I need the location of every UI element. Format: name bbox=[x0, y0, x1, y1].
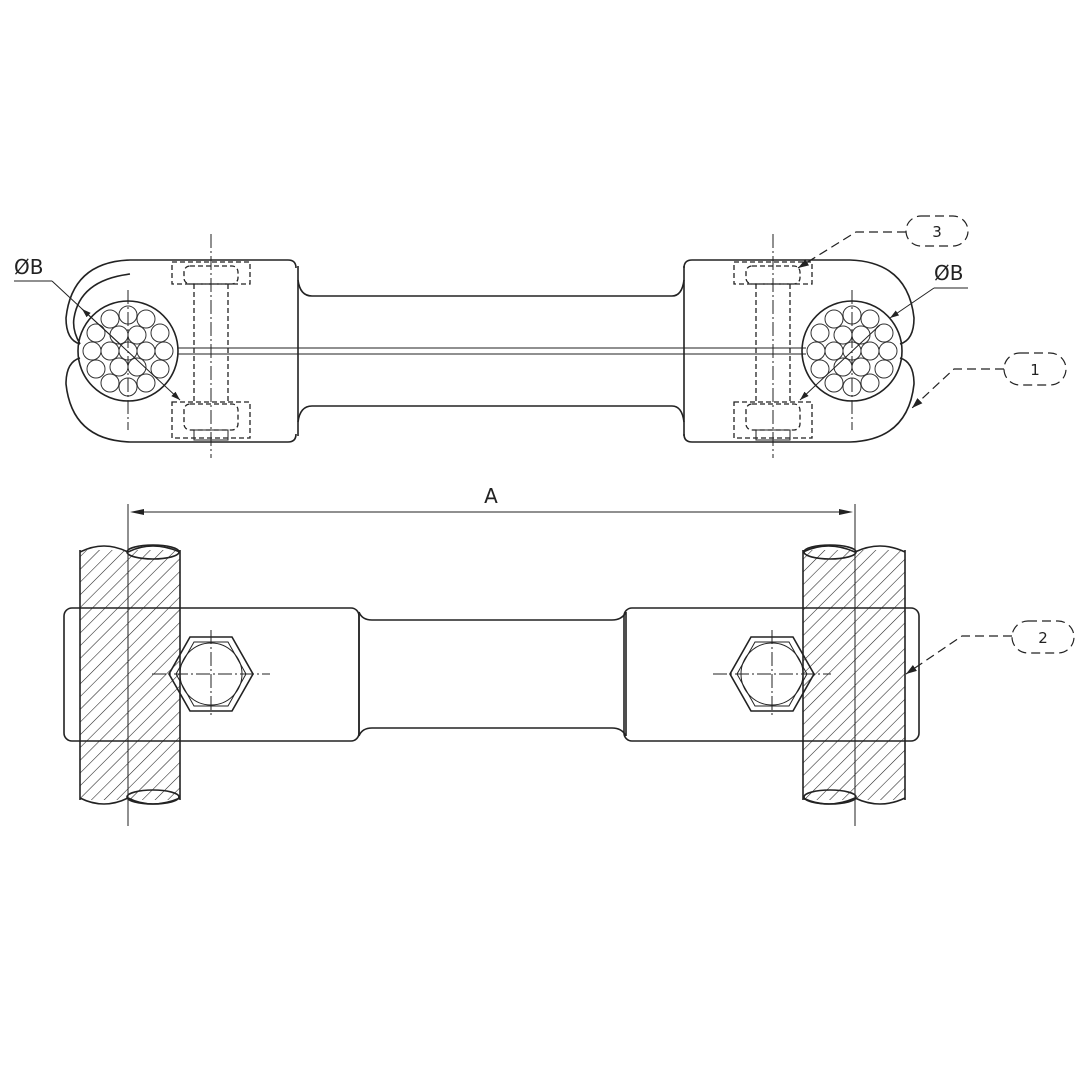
balloon-3: 3 bbox=[797, 215, 969, 269]
balloon-3-label: 3 bbox=[932, 223, 942, 241]
diameter-label-right: ØB bbox=[934, 261, 963, 285]
clamp-body-front[interactable] bbox=[63, 607, 920, 742]
balloon-1: 1 bbox=[911, 352, 1067, 409]
top-view: ØB ØB 3 1 bbox=[14, 215, 1067, 458]
balloon-1-label: 1 bbox=[1030, 361, 1040, 379]
bolt-left-hidden bbox=[171, 234, 251, 458]
hex-nut-right[interactable] bbox=[713, 630, 831, 718]
diameter-callout-left: ØB bbox=[14, 255, 181, 401]
diameter-callout-right: ØB bbox=[799, 261, 968, 401]
conductor-left-elevation bbox=[79, 544, 181, 805]
bolt-right-hidden bbox=[733, 234, 813, 458]
dimension-label-a: A bbox=[484, 484, 498, 508]
balloon-2: 2 bbox=[905, 620, 1075, 675]
hex-nut-left[interactable] bbox=[152, 630, 270, 718]
balloon-2-label: 2 bbox=[1038, 629, 1048, 647]
conductor-right-section bbox=[801, 290, 903, 430]
front-view: 2 bbox=[63, 544, 1075, 805]
diameter-label-left: ØB bbox=[14, 255, 43, 279]
conductor-right-elevation bbox=[802, 544, 906, 805]
conductor-left-section bbox=[77, 290, 179, 430]
